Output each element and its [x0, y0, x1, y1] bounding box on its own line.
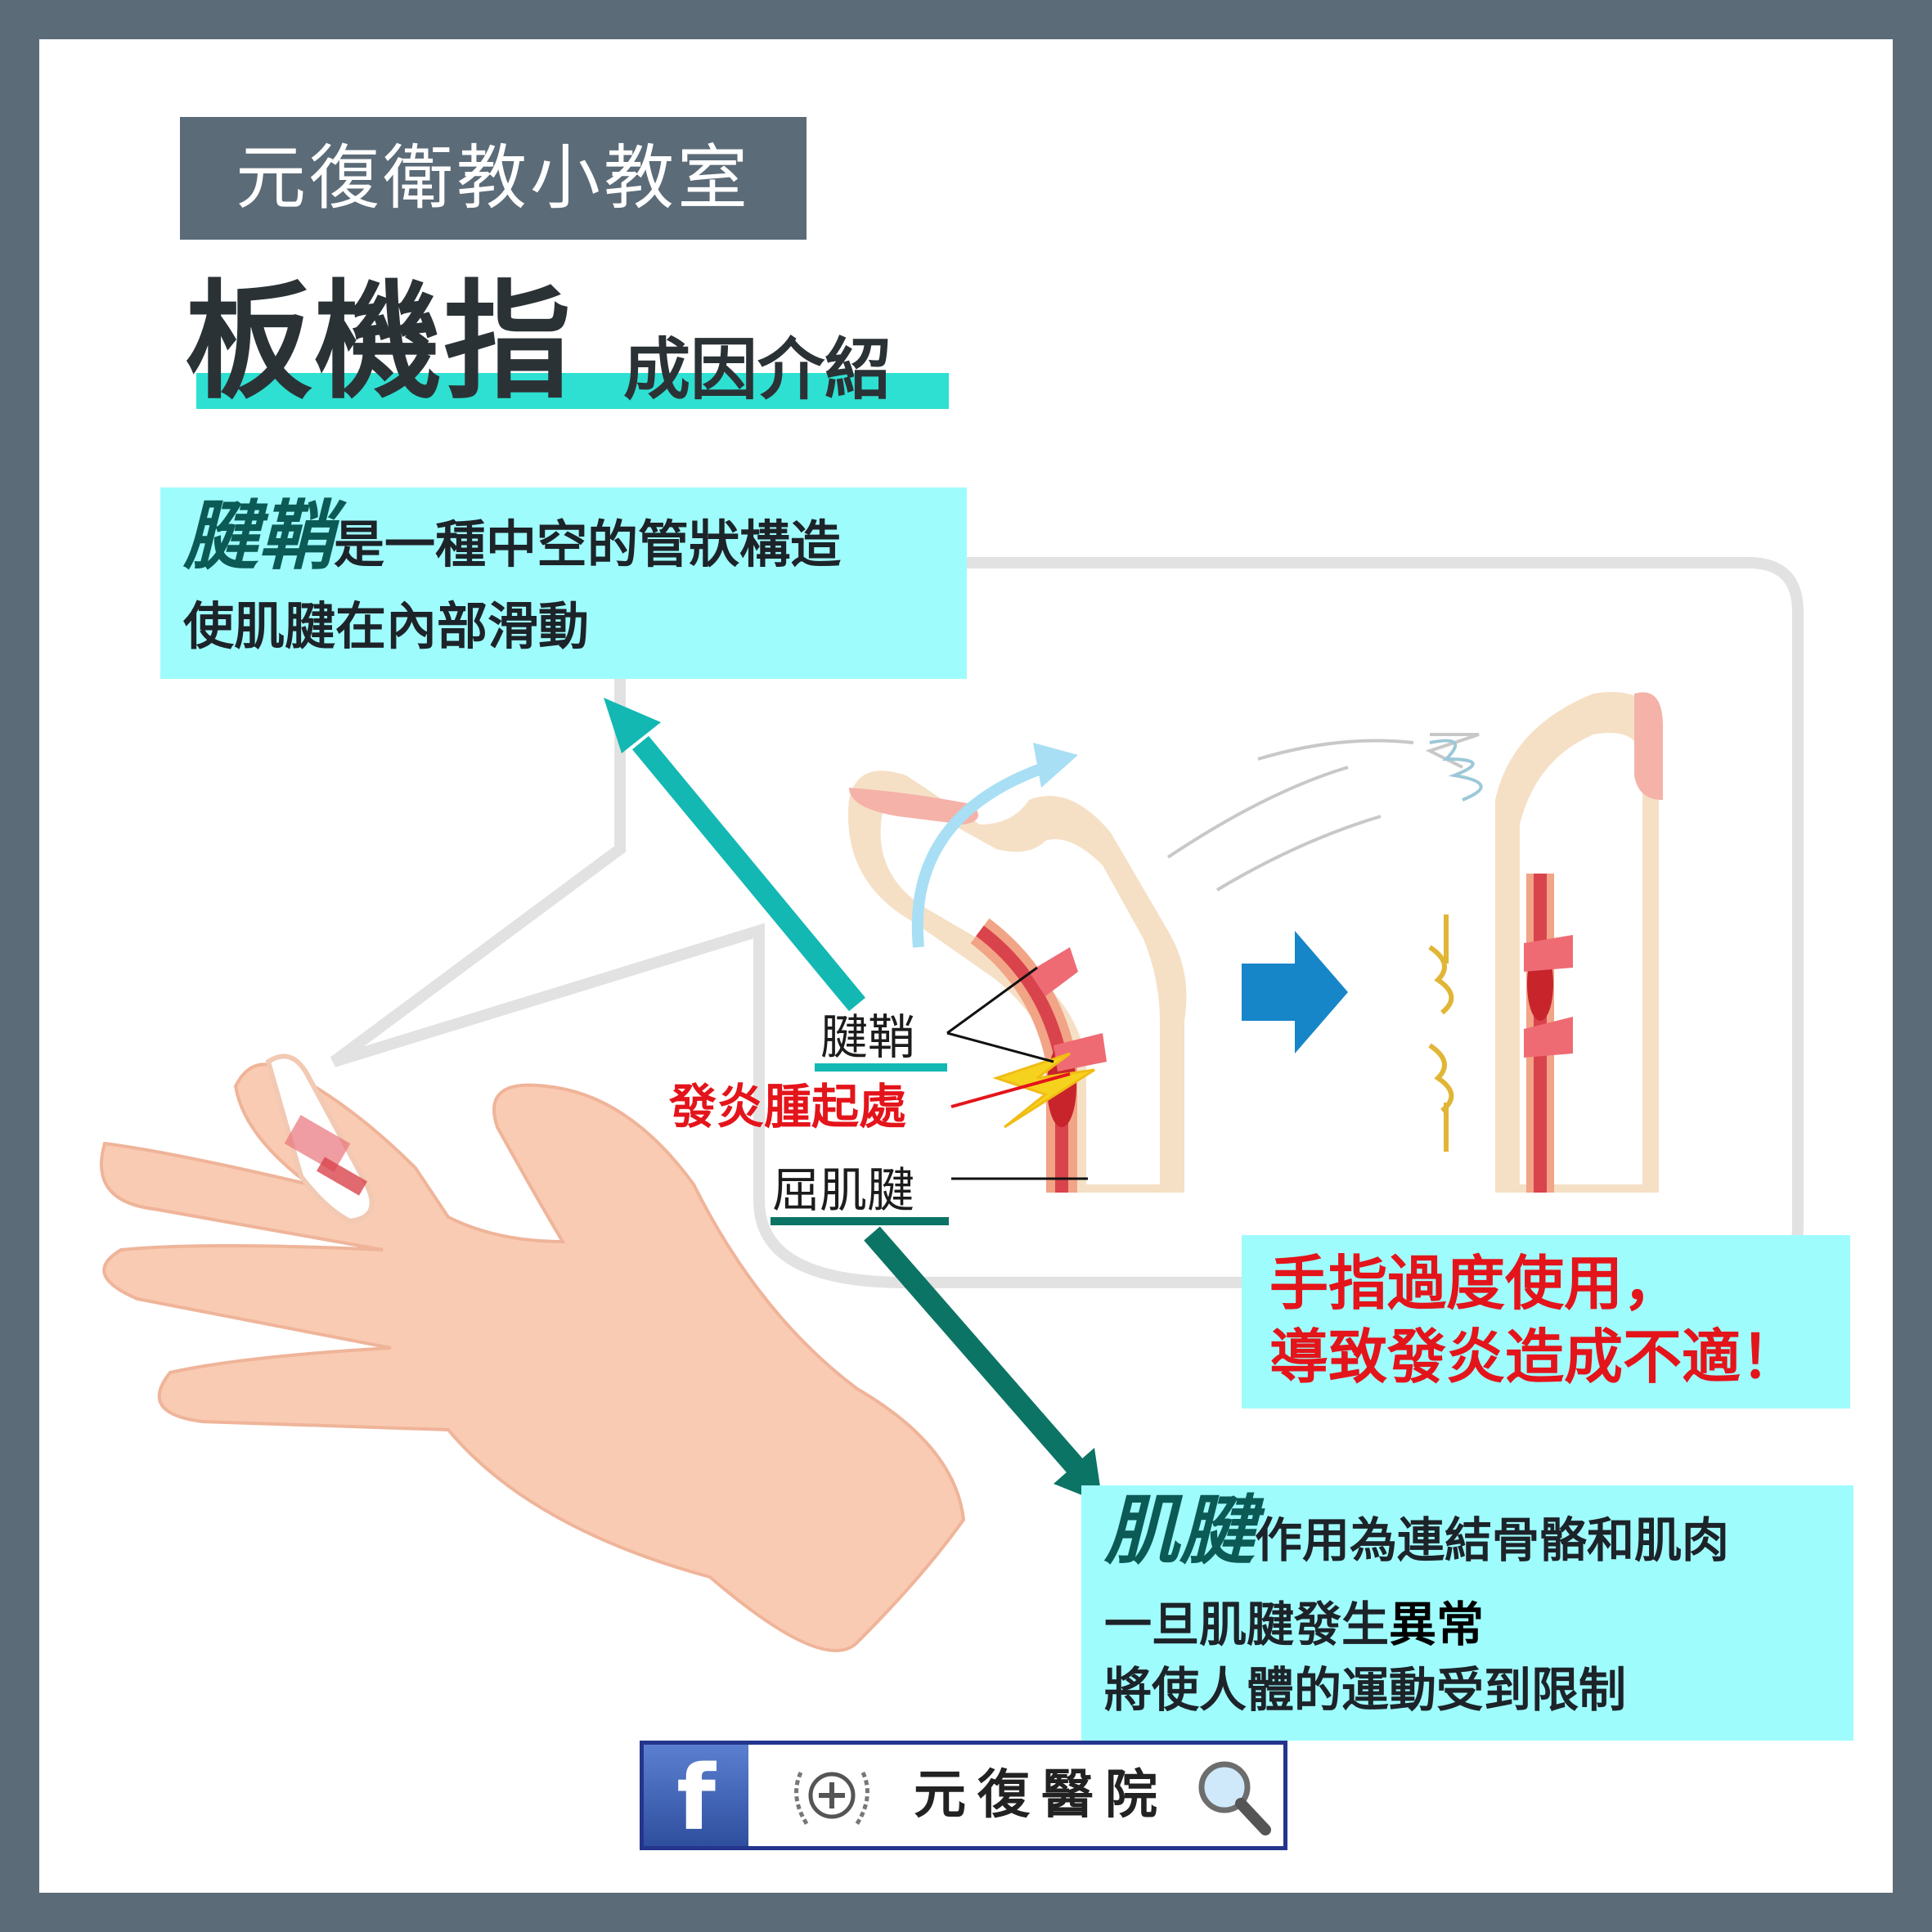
tendon-sheath-info-box: 腱鞘是一種中空的管狀構造 使肌腱在內部滑動	[160, 487, 967, 679]
page-canvas: 元復衛教小教室 板機指 成因介紹	[39, 39, 1893, 1893]
search-icon[interactable]	[1192, 1755, 1274, 1840]
hand-illustration	[100, 1054, 966, 1652]
facebook-icon[interactable]: f	[644, 1745, 748, 1850]
header-badge: 元復衛教小教室	[180, 117, 806, 240]
tendon-label-underline	[771, 1217, 949, 1225]
tendon-info-text-1: 作用為連結骨骼和肌肉	[1255, 1512, 1730, 1568]
spring-lines	[1429, 739, 1483, 802]
label-sheath: 腱鞘	[820, 1009, 916, 1065]
title-highlight	[196, 373, 949, 409]
swelling-leader-line	[950, 1072, 1071, 1108]
tendon-info-line-3: 將使人體的運動受到限制	[1104, 1662, 1627, 1718]
tendon-info-line-2: 一旦肌腱發生異常	[1104, 1592, 1484, 1657]
curved-arrow-icon	[911, 762, 1048, 948]
sheath-label-underline	[815, 1063, 947, 1072]
illustration-layer	[100, 557, 1804, 1652]
tendon-info-box: 肌腱作用為連結骨骼和肌肉 一旦肌腱發生異常 將使人體的運動受到限制	[1081, 1485, 1853, 1741]
clinic-name: 元復醫院	[914, 1764, 1169, 1826]
sheath-leader-lines	[946, 966, 1054, 1063]
warning-line-2: 導致發炎造成不適！	[1269, 1323, 1800, 1391]
overuse-warning-box: 手指過度使用， 導致發炎造成不適！	[1242, 1235, 1850, 1409]
clinic-footer-banner[interactable]: f 元復醫院	[640, 1741, 1287, 1850]
tendon-info-text-2b: 異常	[1389, 1597, 1485, 1652]
teal-pointer-arrow	[631, 735, 866, 1012]
straight-finger-illustration	[1428, 692, 1663, 1193]
warning-line-1: 手指過度使用，	[1269, 1249, 1683, 1318]
page-title: 板機指	[185, 267, 573, 416]
label-swelling: 發炎腫起處	[669, 1079, 907, 1134]
dark-teal-pointer-arrow	[864, 1226, 1094, 1486]
label-flexor-tendon: 屈肌腱	[772, 1162, 915, 1218]
sheath-info-line-2: 使肌腱在內部滑動	[183, 596, 590, 656]
sheath-keyword: 腱鞘	[183, 492, 335, 580]
sheath-info-text-1: 是一種中空的管狀構造	[334, 514, 842, 574]
sheath-info-line-1: 腱鞘是一種中空的管狀構造	[183, 499, 842, 577]
teal-arrow-head	[604, 698, 661, 753]
right-arrow-icon	[1242, 931, 1348, 1054]
clinic-emblem-icon	[794, 1771, 869, 1826]
tendon-info-text-2a: 一旦肌腱發生	[1104, 1597, 1390, 1652]
tendon-keyword: 肌腱	[1104, 1487, 1256, 1575]
lightning-icon	[992, 1052, 1095, 1129]
curved-arrow-head	[1033, 743, 1078, 788]
motion-lines	[1166, 733, 1480, 892]
page-subtitle: 成因介紹	[623, 331, 892, 409]
bent-finger-illustration	[848, 771, 1187, 1193]
tendon-info-line-1: 肌腱作用為連結骨骼和肌肉	[1104, 1494, 1730, 1573]
